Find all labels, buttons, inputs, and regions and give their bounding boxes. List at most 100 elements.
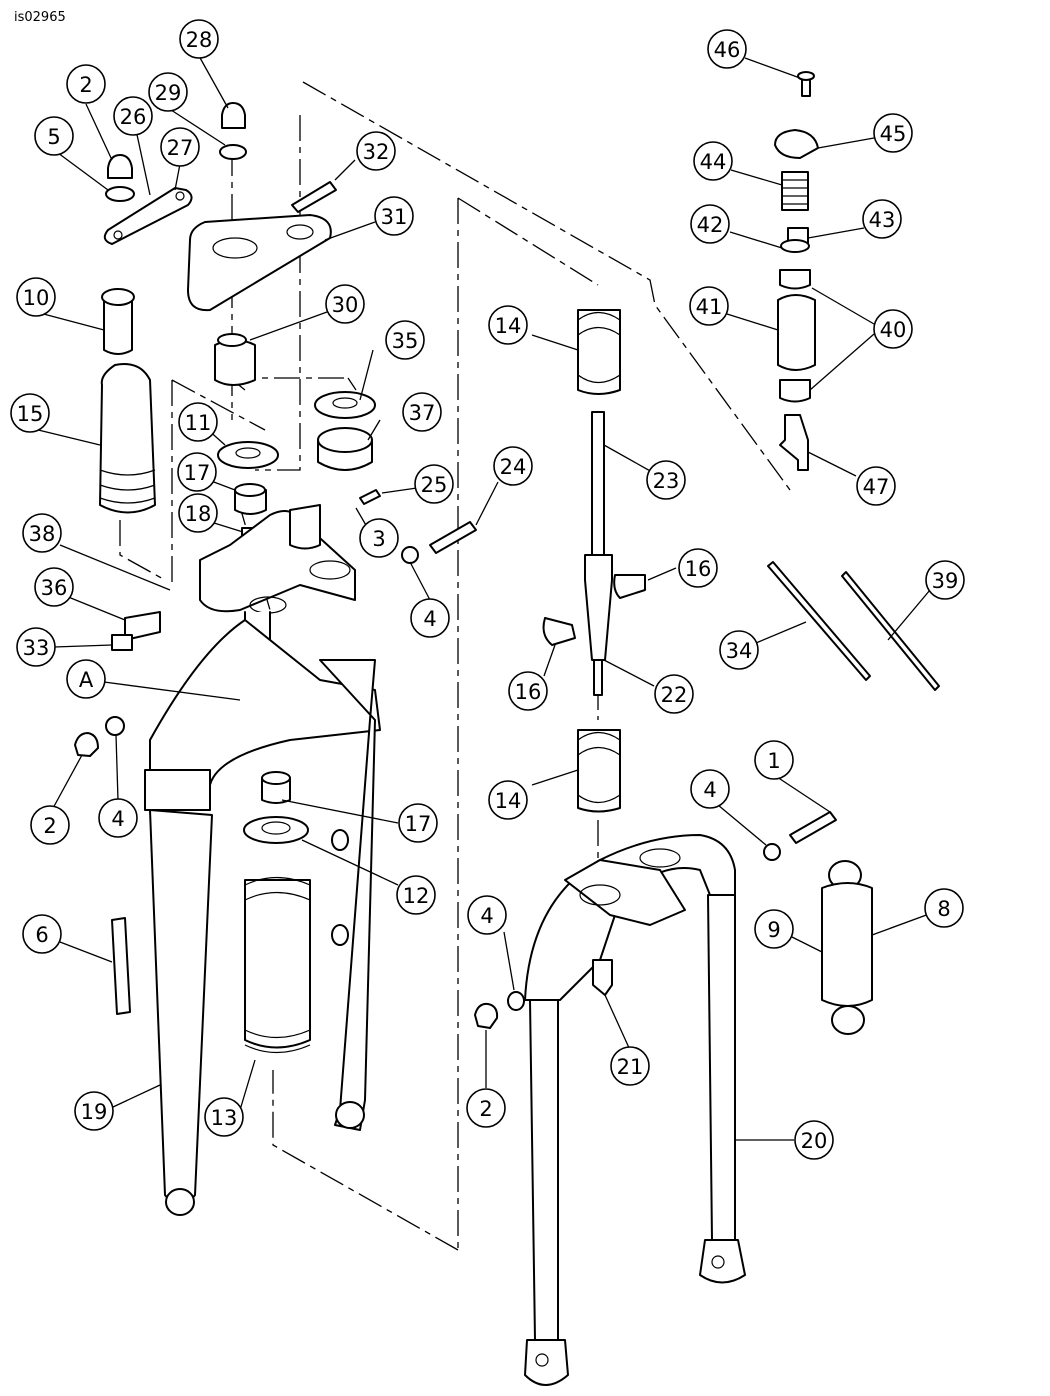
- callout-circle: [719, 630, 759, 670]
- callout-circle: [678, 548, 718, 588]
- callout-label: 19: [81, 1100, 108, 1124]
- callout-circle: [794, 1120, 834, 1160]
- callout-12: 12: [396, 875, 436, 915]
- callout-circle: [113, 96, 153, 136]
- callout-label: 43: [869, 208, 896, 232]
- callout-label: 21: [617, 1055, 644, 1079]
- callout-circle: [16, 277, 56, 317]
- callout-label: 41: [696, 295, 723, 319]
- callout-label: 20: [801, 1129, 828, 1153]
- callout-circle: [693, 141, 733, 181]
- callout-label: 40: [880, 318, 907, 342]
- callout-label: 15: [17, 402, 44, 426]
- callout-39: 39: [925, 560, 965, 600]
- callout-circle: [654, 674, 694, 714]
- callout-label: 3: [372, 527, 385, 551]
- callout-label: 6: [35, 923, 48, 947]
- callout-8: 8: [924, 888, 964, 928]
- callout-label: 46: [714, 38, 741, 62]
- callout-label: 16: [515, 680, 542, 704]
- callout-circle: [610, 1046, 650, 1086]
- callout-label: 44: [700, 150, 727, 174]
- callout-label: 4: [480, 904, 493, 928]
- callout-circle: [22, 914, 62, 954]
- callout-16: 16: [678, 548, 718, 588]
- callout-label: 23: [653, 469, 680, 493]
- callout-label: 13: [211, 1106, 238, 1130]
- callout-label: 11: [185, 411, 212, 435]
- callout-36: 36: [34, 567, 74, 607]
- callout-41: 41: [689, 286, 729, 326]
- callout-label: 34: [726, 639, 753, 663]
- callout-label: 4: [423, 607, 436, 631]
- callout-13: 13: [204, 1097, 244, 1137]
- callout-label: 26: [120, 105, 147, 129]
- callout-47: 47: [856, 466, 896, 506]
- callout-label: 45: [880, 122, 907, 146]
- callout-circle: [10, 393, 50, 433]
- callout-38: 38: [22, 513, 62, 553]
- callout-circle: [98, 798, 138, 838]
- callout-label: 31: [381, 205, 408, 229]
- callout-circle: [177, 452, 217, 492]
- callout-circle: [30, 805, 70, 845]
- callout-circle: [690, 204, 730, 244]
- callout-circle: [179, 19, 219, 59]
- callout-label: 2: [79, 73, 92, 97]
- callout-2: 2: [66, 64, 106, 104]
- callout-33: 33: [16, 627, 56, 667]
- callout-23: 23: [646, 460, 686, 500]
- callout-label: 5: [47, 125, 60, 149]
- callout-label: 10: [23, 286, 50, 310]
- callout-circle: [178, 493, 218, 533]
- leader-lines: [29, 55, 941, 1141]
- callout-5: 5: [34, 116, 74, 156]
- callout-circle: [414, 464, 454, 504]
- callout-15: 15: [10, 393, 50, 433]
- callout-19: 19: [74, 1091, 114, 1131]
- callout-circle: [402, 392, 442, 432]
- callout-label: 33: [23, 636, 50, 660]
- callout-circle: [707, 29, 747, 69]
- callout-circle: [754, 909, 794, 949]
- callout-6: 6: [22, 914, 62, 954]
- callout-label: 36: [41, 576, 68, 600]
- callout-circle: [410, 598, 450, 638]
- callout-circle: [646, 460, 686, 500]
- callout-27: 27: [160, 127, 200, 167]
- callout-40: 40: [873, 309, 913, 349]
- callout-42: 42: [690, 204, 730, 244]
- callout-circle: [396, 875, 436, 915]
- callout-circle: [925, 560, 965, 600]
- callout-label: 18: [185, 502, 212, 526]
- callout-9: 9: [754, 909, 794, 949]
- callout-45: 45: [873, 113, 913, 153]
- callout-label: 4: [703, 778, 716, 802]
- callout-29: 29: [148, 72, 188, 112]
- callout-label: 24: [500, 455, 527, 479]
- callout-2: 2: [30, 805, 70, 845]
- callout-label: 8: [937, 897, 950, 921]
- callout-26: 26: [113, 96, 153, 136]
- callout-label: 16: [685, 557, 712, 581]
- callout-14: 14: [488, 305, 528, 345]
- callout-label: 14: [495, 789, 522, 813]
- callout-31: 31: [374, 196, 414, 236]
- callout-circle: [467, 895, 507, 935]
- callout-circle: [34, 567, 74, 607]
- callout-label: 12: [403, 884, 430, 908]
- callout-circle: [178, 402, 218, 442]
- callout-label: 14: [495, 314, 522, 338]
- callout-circle: [689, 286, 729, 326]
- callout-circle: [325, 284, 365, 324]
- callout-28: 28: [179, 19, 219, 59]
- callout-circle: [873, 113, 913, 153]
- callout-circle: [204, 1097, 244, 1137]
- callout-label: 32: [363, 140, 390, 164]
- callout-circle: [493, 446, 533, 486]
- callout-circle: [398, 803, 438, 843]
- callout-3: 3: [359, 518, 399, 558]
- callout-label: 1: [767, 749, 780, 773]
- callout-circle: [754, 740, 794, 780]
